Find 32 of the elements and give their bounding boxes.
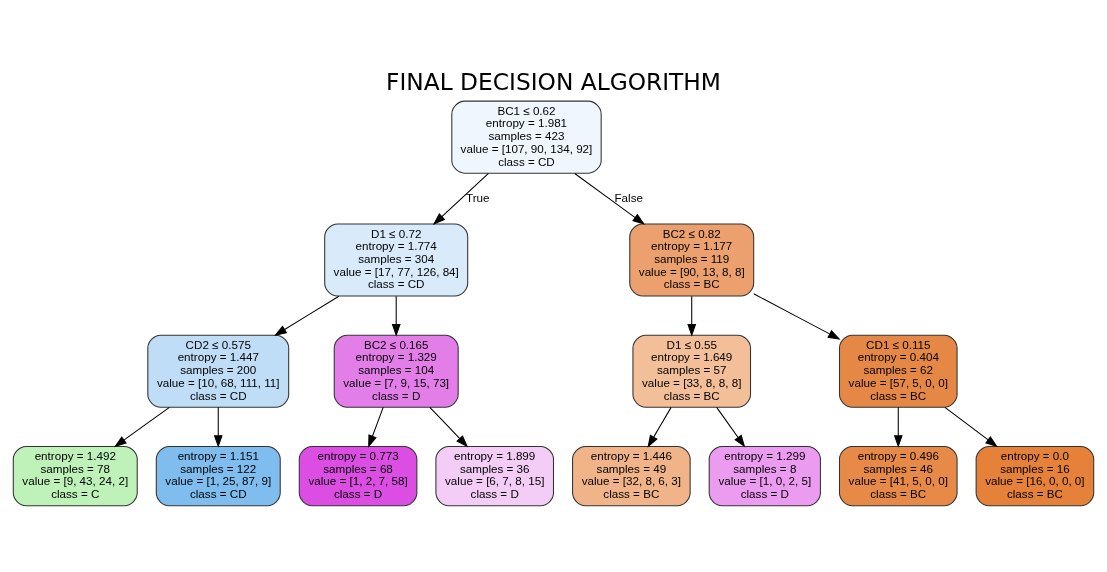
node-box: D1 ≤ 0.55 entropy = 1.649 samples = 57 value = [33, 8, 8, 8] class = BC bbox=[632, 334, 752, 408]
arrow bbox=[893, 406, 903, 448]
node-box: entropy = 0.0 samples = 16 value = [16, 0, 0, 0] class = BC bbox=[975, 445, 1095, 506]
arrow bbox=[647, 406, 672, 448]
node-box: BC2 ≤ 0.82 entropy = 1.177 samples = 119 value = [90, 13, 8, 8] class = BC bbox=[629, 222, 755, 297]
node-box: entropy = 0.496 samples = 46 value = [41, 5, 0, 0] class = BC bbox=[838, 445, 958, 506]
arrow bbox=[753, 292, 841, 340]
arrow bbox=[274, 295, 340, 336]
arrow bbox=[391, 295, 401, 337]
diagram-title: FINAL DECISION ALGORITHM bbox=[386, 67, 721, 95]
node-box: entropy = 1.299 samples = 8 value = [1, 0, 2, 5] class = D bbox=[708, 445, 821, 506]
arrow bbox=[368, 406, 384, 448]
edge-label: False bbox=[614, 190, 643, 204]
node-box: entropy = 1.492 samples = 78 value = [9, 43, 24, 2] class = C bbox=[12, 445, 138, 506]
node-box: CD2 ≤ 0.575 entropy = 1.447 samples = 200 value = [10, 68, 111, 11] class = CD bbox=[147, 334, 290, 408]
arrow bbox=[944, 406, 998, 447]
node-box: entropy = 1.151 samples = 122 value = [1, 25, 87, 9] class = CD bbox=[155, 445, 281, 506]
arrow bbox=[432, 172, 489, 225]
arrow bbox=[429, 406, 469, 447]
arrow bbox=[114, 406, 170, 447]
node-box: entropy = 0.773 samples = 68 value = [1, 2, 7, 58] class = D bbox=[298, 445, 418, 506]
node-box: CD1 ≤ 0.115 entropy = 0.404 samples = 62 value = [57, 5, 0, 0] class = BC bbox=[838, 334, 958, 408]
node-box: BC1 ≤ 0.62 entropy = 1.981 samples = 423 value = [107, 90, 134, 92] class = CD bbox=[451, 100, 602, 174]
node-box: BC2 ≤ 0.165 entropy = 1.329 samples = 104 value = [7, 9, 15, 73] class = D bbox=[333, 334, 459, 408]
arrow bbox=[716, 406, 746, 448]
node-box: entropy = 1.899 samples = 36 value = [6, 7, 8, 15] class = D bbox=[435, 445, 555, 506]
arrow bbox=[574, 172, 645, 225]
arrow bbox=[687, 295, 697, 337]
node-box: entropy = 1.446 samples = 49 value = [32, 8, 6, 3] class = BC bbox=[572, 445, 691, 506]
arrow bbox=[213, 406, 223, 448]
edge-label: True bbox=[466, 190, 490, 204]
node-box: D1 ≤ 0.72 entropy = 1.774 samples = 304 value = [17, 77, 126, 84] class = CD bbox=[324, 222, 469, 297]
